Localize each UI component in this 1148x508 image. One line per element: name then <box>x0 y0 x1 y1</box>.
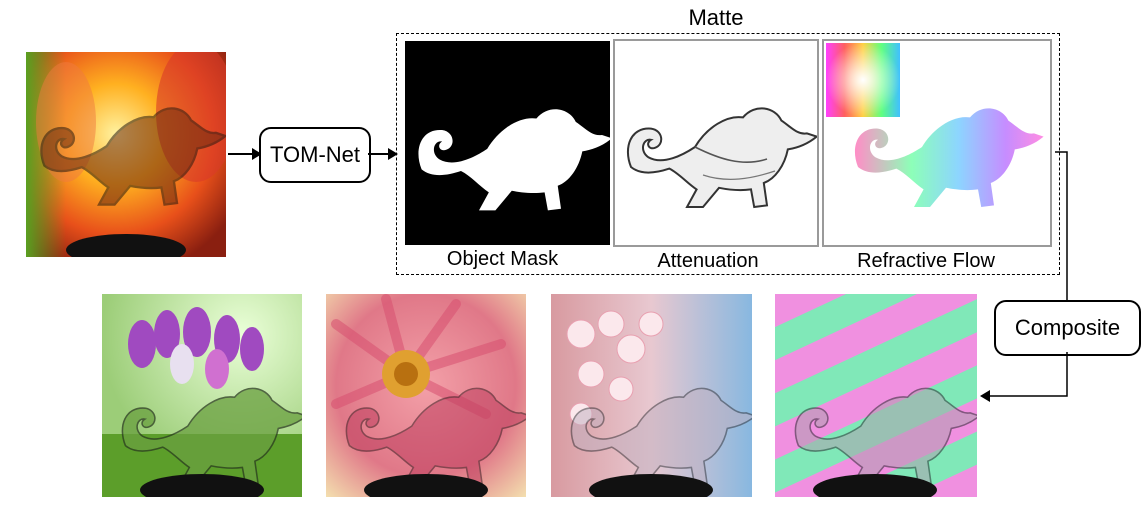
attenuation-image <box>613 39 819 247</box>
attenuation-label: Attenuation <box>657 250 759 272</box>
composite-image-tulips <box>102 294 302 497</box>
composite-image-gerbera <box>326 294 526 497</box>
tom-net-label: TOM-Net <box>269 142 361 167</box>
refractive-flow-label: Refractive Flow <box>857 250 995 272</box>
composite-image-blossoms <box>551 294 752 497</box>
composite-image-stripes <box>775 294 977 497</box>
input-image <box>26 52 226 257</box>
tom-net-box: TOM-Net <box>259 127 371 183</box>
arrow-composite-to-output <box>980 352 1068 402</box>
arrow-net-to-matte <box>368 148 398 160</box>
object-mask-image <box>405 41 610 245</box>
composite-label: Composite <box>1014 315 1121 340</box>
arrow-input-to-net <box>228 148 262 160</box>
composite-box: Composite <box>994 300 1141 356</box>
matte-title: Matte <box>688 5 744 30</box>
object-mask-label: Object Mask <box>446 248 559 270</box>
matte-frame <box>396 33 1060 275</box>
connector-matte-to-composite <box>1055 151 1068 300</box>
refractive-flow-image <box>822 39 1052 247</box>
